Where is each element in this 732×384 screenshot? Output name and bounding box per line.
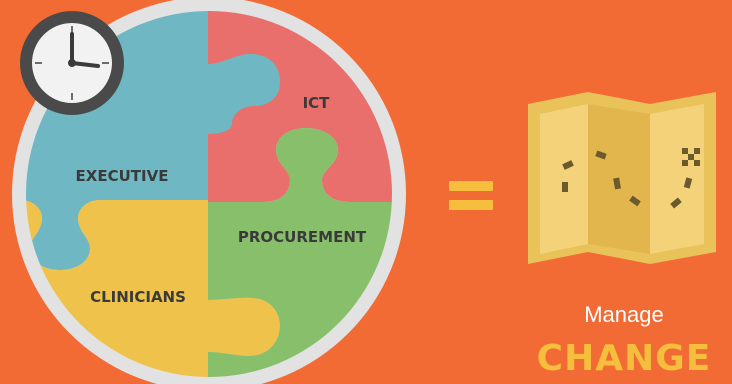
clock-icon [20,11,124,115]
treasure-map-icon [528,92,716,264]
manage-text: Manage [584,302,664,327]
equals-icon [449,181,493,210]
executive-label: EXECUTIVE [76,167,169,185]
procurement-label: PROCUREMENT [238,228,367,246]
change-text: CHANGE [537,338,712,379]
executive-tab [208,54,280,134]
ict-label: ICT [303,94,331,112]
clinicians-label: CLINICIANS [90,288,186,306]
